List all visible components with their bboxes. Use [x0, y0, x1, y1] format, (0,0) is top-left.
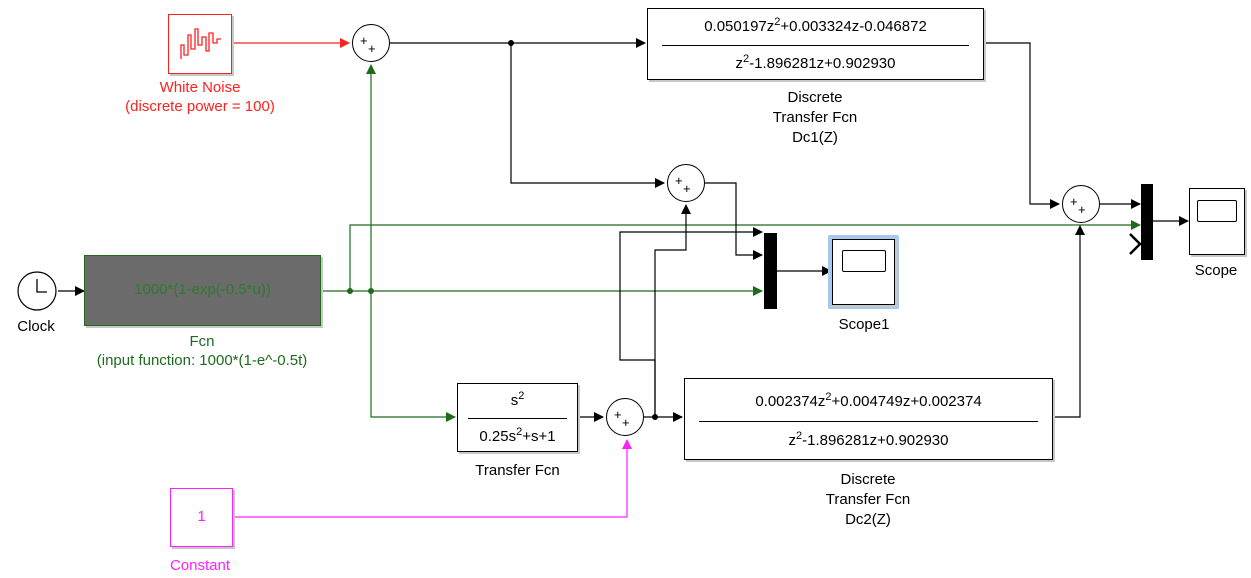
fcn-expression: 1000*(1-exp(-0.5*u)) — [134, 281, 271, 298]
clock-icon[interactable] — [17, 271, 57, 311]
dc2-name-line2: Transfer Fcn — [825, 491, 911, 508]
dc1-name-line2: Transfer Fcn — [772, 109, 858, 126]
tf-numerator: s2 — [510, 390, 525, 409]
junction-dot — [508, 40, 514, 46]
junction-dot — [652, 414, 658, 420]
transfer-fcn-block[interactable]: s2 0.25s2+s+1 — [457, 383, 578, 452]
scope1-screen-icon — [842, 250, 886, 272]
scope1-name: Scope1 — [838, 316, 890, 333]
dc2-fraction-line — [699, 421, 1038, 422]
scope-block[interactable] — [1189, 188, 1245, 255]
transfer-fcn-name: Transfer Fcn — [475, 462, 560, 479]
wire-dc1-to-sum4 — [984, 42, 1060, 209]
random-signal-icon — [180, 28, 221, 59]
white-noise-block[interactable] — [168, 14, 232, 74]
fcn-note: (input function: 1000*(1-e^-0.5t) — [96, 352, 308, 369]
white-noise-name: White Noise — [159, 79, 241, 96]
dc2-name-line3: Dc2(Z) — [845, 511, 891, 528]
dc1-block[interactable]: 0.050197z2+0.003324z-0.046872 z2-1.89628… — [647, 8, 984, 80]
dc1-denominator: z2-1.896281z+0.902930 — [735, 53, 896, 72]
junction-dot — [347, 288, 353, 294]
junction-dot — [368, 288, 374, 294]
white-noise-note: (discrete power = 100) — [125, 98, 275, 115]
dc1-fraction-line — [662, 45, 969, 46]
wire-constant-to-sum3 — [233, 439, 632, 518]
fcn-block[interactable]: 1000*(1-exp(-0.5*u)) — [84, 255, 321, 326]
sum-block-1[interactable]: + + — [352, 24, 390, 62]
dc2-name-line1: Discrete — [840, 471, 896, 488]
wire-dc2-to-sum4 — [1053, 225, 1085, 418]
constant-name: Constant — [169, 557, 231, 574]
mux-block-2[interactable] — [1141, 184, 1153, 260]
clock-name: Clock — [17, 318, 55, 335]
dc1-numerator: 0.050197z2+0.003324z-0.046872 — [704, 16, 927, 35]
mux-block-1[interactable] — [764, 233, 777, 309]
wire-fcn-to-mux2 — [349, 220, 1141, 291]
wire-fcn-to-tf — [370, 291, 456, 422]
dc2-block[interactable]: 0.002374z2+0.004749z+0.002374 z2-1.89628… — [684, 378, 1053, 460]
wire-sum2-to-mux1 — [705, 182, 763, 260]
fcn-name: Fcn — [189, 333, 215, 350]
scope-screen-icon — [1197, 200, 1237, 222]
sum-block-3[interactable]: + + — [606, 398, 644, 436]
dc2-numerator: 0.002374z2+0.004749z+0.002374 — [755, 391, 982, 410]
scope-name: Scope — [1194, 262, 1238, 279]
dc1-name-line1: Discrete — [787, 89, 843, 106]
tf-denominator: 0.25s2+s+1 — [479, 426, 556, 445]
dc1-name-line3: Dc1(Z) — [792, 129, 838, 146]
mux2-input-chevron — [1129, 233, 1142, 255]
wire-sum1-to-sum2 — [510, 43, 665, 188]
wire-sum3-to-mux1 — [619, 227, 763, 417]
sum-block-2[interactable]: + + — [667, 164, 705, 202]
scope1-block[interactable] — [832, 239, 895, 305]
wire-sum3-to-sum2 — [654, 204, 691, 417]
sum-block-4[interactable]: + + — [1062, 185, 1100, 223]
tf-fraction-line — [468, 418, 567, 419]
constant-value: 1 — [197, 508, 206, 525]
constant-block[interactable]: 1 — [170, 488, 233, 547]
dc2-denominator: z2-1.896281z+0.902930 — [788, 430, 949, 449]
